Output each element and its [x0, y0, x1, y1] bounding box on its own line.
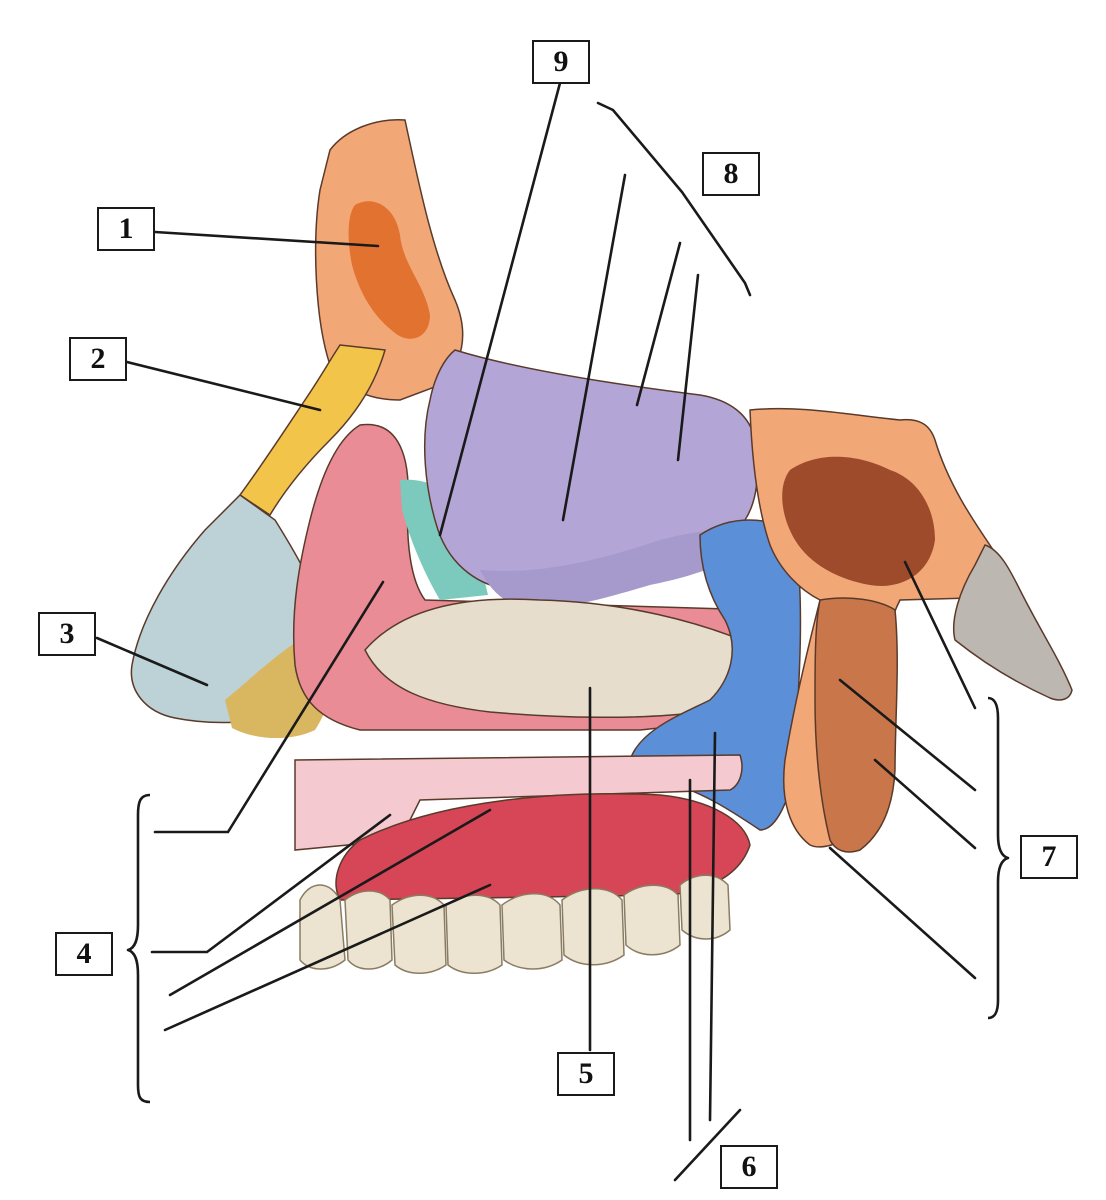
sphenoid-sinus — [782, 456, 935, 586]
tooth — [344, 890, 393, 970]
leader-line-4c — [168, 808, 492, 997]
label-box-1: 1 — [97, 207, 155, 251]
tooth — [391, 894, 447, 974]
brace-4 — [126, 793, 151, 1104]
label-number-6: 6 — [741, 1150, 757, 1183]
tooth — [501, 893, 563, 970]
leader-line-8-bracket — [596, 101, 752, 297]
label-box-4: 4 — [55, 932, 113, 976]
brace-7 — [987, 696, 1010, 1020]
leader-line-2 — [125, 360, 322, 412]
leader-line-7a — [903, 560, 977, 710]
label-box-9: 9 — [532, 40, 590, 84]
label-box-3: 3 — [38, 612, 96, 656]
leader-line-7c — [873, 758, 977, 850]
label-number-5: 5 — [578, 1057, 594, 1090]
label-number-2: 2 — [90, 342, 106, 375]
frontal-sinus — [348, 201, 430, 339]
pterygoid-plate — [814, 597, 898, 853]
leader-line-8c — [676, 273, 700, 462]
teeth-row — [299, 874, 731, 974]
leader-line-6b — [708, 731, 717, 1122]
tooth — [679, 874, 731, 940]
leader-line-9 — [438, 81, 562, 537]
label-number-7: 7 — [1041, 840, 1057, 873]
leader-line-4b — [150, 813, 392, 954]
label-number-9: 9 — [553, 45, 569, 78]
nasal-bone — [238, 344, 386, 517]
tooth — [623, 884, 681, 956]
leader-line-4a — [153, 580, 385, 834]
occipital-bone — [952, 544, 1073, 701]
label-box-8: 8 — [702, 152, 760, 196]
nasal-wall-illustration — [130, 119, 1073, 974]
leader-line-4d — [163, 883, 492, 1032]
tooth — [445, 894, 503, 974]
label-box-2: 2 — [69, 337, 127, 381]
leader-line-6-diagonal — [673, 1108, 742, 1182]
middle-concha-lower-edge — [480, 530, 750, 610]
leader-line-8a — [561, 173, 627, 522]
label-box-5: 5 — [557, 1052, 615, 1096]
label-number-1: 1 — [118, 212, 134, 245]
leader-line-8b — [635, 241, 682, 407]
leader-line-3 — [95, 636, 209, 687]
label-box-6: 6 — [720, 1145, 778, 1189]
leader-lines — [95, 81, 977, 1182]
label-number-4: 4 — [76, 937, 92, 970]
leader-line-7b — [838, 678, 977, 792]
label-number-3: 3 — [59, 617, 75, 650]
tooth — [561, 888, 625, 966]
leader-line-7d — [828, 846, 977, 980]
label-box-7: 7 — [1020, 835, 1078, 879]
leader-line-1 — [153, 230, 380, 248]
label-number-8: 8 — [723, 157, 739, 190]
